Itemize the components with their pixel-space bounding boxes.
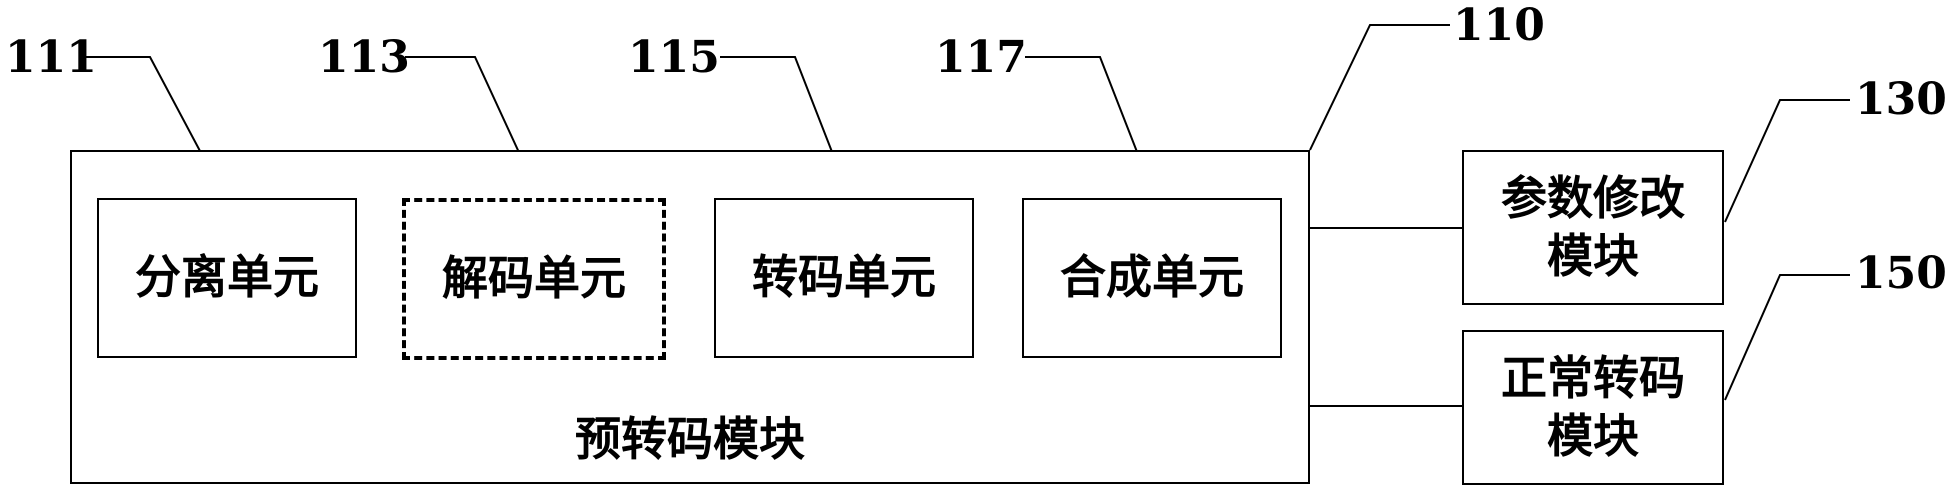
ref-111: 111 (5, 32, 97, 83)
unit-113-label: 解码单元 (402, 198, 666, 360)
ref-130: 130 (1855, 74, 1945, 125)
ref-113: 113 (318, 32, 410, 83)
ref-110: 110 (1453, 0, 1545, 51)
unit-115-label: 转码单元 (714, 198, 974, 358)
parameter-modification-module-label: 参数修改 模块 (1462, 150, 1724, 305)
ref-117: 117 (935, 32, 1027, 83)
unit-111-label: 分离单元 (97, 198, 357, 358)
leader-line-110 (1310, 25, 1450, 150)
unit-117-label: 合成单元 (1022, 198, 1282, 358)
leader-line-150 (1725, 275, 1850, 400)
pre-transcoding-module-title: 预转码模块 (70, 410, 1310, 470)
normal-transcoding-module-label: 正常转码 模块 (1462, 330, 1724, 485)
ref-150: 150 (1855, 248, 1945, 299)
ref-115: 115 (628, 32, 720, 83)
leader-line-130 (1725, 100, 1850, 222)
